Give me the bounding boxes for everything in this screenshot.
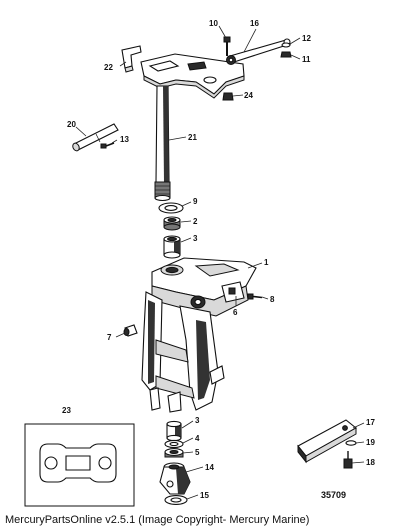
part-18-bolt xyxy=(343,451,353,469)
part-7-bushing xyxy=(123,324,138,337)
callout-5: 5 xyxy=(195,448,200,457)
callout-6: 6 xyxy=(233,308,238,317)
part-19-washer xyxy=(345,440,357,446)
callout-15: 15 xyxy=(200,491,209,500)
callout-14: 14 xyxy=(205,463,214,472)
part-12-washer xyxy=(281,42,291,48)
part-3-lower-bushing xyxy=(166,420,182,442)
part-11-nut xyxy=(280,51,292,58)
callout-2: 2 xyxy=(193,217,198,226)
callout-24: 24 xyxy=(244,91,253,100)
part-1-swivel-bracket xyxy=(141,257,257,413)
part-4-washer xyxy=(164,439,184,449)
callout-13: 13 xyxy=(120,135,129,144)
callout-23: 23 xyxy=(62,406,71,415)
callout-20: 20 xyxy=(67,120,76,129)
callout-4: 4 xyxy=(195,434,200,443)
callout-16: 16 xyxy=(250,19,259,28)
part-21-steering-arm xyxy=(140,53,245,202)
part-9-washer xyxy=(158,202,184,214)
part-22-bracket xyxy=(121,45,142,73)
part-15-washer xyxy=(164,495,188,505)
diagram-number: 35709 xyxy=(321,490,347,500)
part-17-plate xyxy=(297,419,357,464)
footer-copyright: MercuryPartsOnline v2.5.1 (Image Copyrig… xyxy=(5,514,310,526)
part-8-screw xyxy=(247,293,263,300)
part-2-seal xyxy=(163,216,181,231)
callout-3-lower: 3 xyxy=(195,416,200,425)
part-23-gasket xyxy=(24,423,135,507)
part-10-bolt xyxy=(223,36,231,56)
callout-1: 1 xyxy=(264,258,269,267)
callout-11: 11 xyxy=(302,55,311,64)
part-14-yoke xyxy=(159,462,191,495)
part-16-steering-link xyxy=(226,38,292,65)
callout-17: 17 xyxy=(366,418,375,427)
leader-lines xyxy=(75,25,365,500)
part-24-nut xyxy=(222,92,234,101)
callout-18: 18 xyxy=(366,458,375,467)
callout-19: 19 xyxy=(366,438,375,447)
part-3-upper-bushing xyxy=(163,235,181,259)
callout-9: 9 xyxy=(193,197,198,206)
part-5-seal xyxy=(164,448,184,458)
callout-3-upper: 3 xyxy=(193,234,198,243)
callout-12: 12 xyxy=(302,34,311,43)
part-13-screw xyxy=(100,142,115,149)
callout-8: 8 xyxy=(270,295,275,304)
callout-7: 7 xyxy=(107,333,112,342)
callout-10: 10 xyxy=(209,19,218,28)
callout-21: 21 xyxy=(188,133,197,142)
callout-labels: 10 16 12 11 22 24 20 13 21 9 2 3 1 8 6 7… xyxy=(62,19,375,500)
callout-22: 22 xyxy=(104,63,113,72)
part-20-tube xyxy=(72,123,119,152)
